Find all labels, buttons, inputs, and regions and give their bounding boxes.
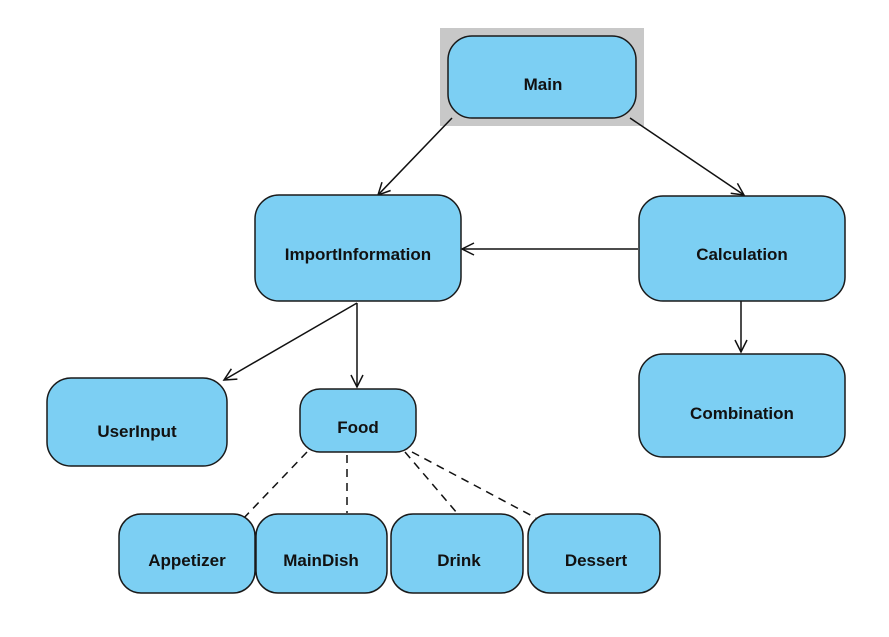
- node-appetizer[interactable]: Appetizer: [118, 513, 256, 594]
- node-main-box: [447, 35, 637, 119]
- node-dessert-box: [527, 513, 661, 594]
- node-calculation-box: [638, 195, 846, 302]
- node-importinformation-box: [254, 194, 462, 302]
- edge-importinformation-to-userinput: [222, 302, 358, 381]
- node-drink[interactable]: Drink: [390, 513, 524, 594]
- node-food-box: [299, 388, 417, 453]
- node-dessert-label: Dessert: [565, 551, 628, 570]
- node-food-label: Food: [337, 418, 379, 437]
- node-dessert[interactable]: Dessert: [527, 513, 661, 594]
- node-importinformation-label: ImportInformation: [285, 245, 431, 264]
- node-food[interactable]: Food: [299, 388, 417, 453]
- node-userinput-box: [46, 377, 228, 467]
- node-maindish[interactable]: MainDish: [255, 513, 388, 594]
- node-drink-box: [390, 513, 524, 594]
- node-userinput-label: UserInput: [97, 422, 177, 441]
- edge-main-to-calculation: [629, 117, 746, 196]
- node-combination-box: [638, 353, 846, 458]
- edge-food-to-appetizer: [239, 451, 308, 523]
- node-maindish-label: MainDish: [283, 551, 359, 570]
- edge-food-to-dessert: [411, 451, 537, 519]
- node-appetizer-label: Appetizer: [148, 551, 226, 570]
- node-combination-label: Combination: [690, 404, 794, 423]
- node-calculation[interactable]: Calculation: [638, 195, 846, 302]
- node-maindish-box: [255, 513, 388, 594]
- node-main[interactable]: Main: [447, 35, 637, 119]
- node-combination[interactable]: Combination: [638, 353, 846, 458]
- node-calculation-label: Calculation: [696, 245, 788, 264]
- node-main-label: Main: [524, 75, 563, 94]
- node-userinput[interactable]: UserInput: [46, 377, 228, 467]
- edges: [222, 117, 748, 523]
- node-drink-label: Drink: [437, 551, 481, 570]
- node-importinformation[interactable]: ImportInformation: [254, 194, 462, 302]
- node-appetizer-box: [118, 513, 256, 594]
- edge-main-to-importinformation: [376, 117, 453, 197]
- edge-food-to-drink: [404, 451, 458, 514]
